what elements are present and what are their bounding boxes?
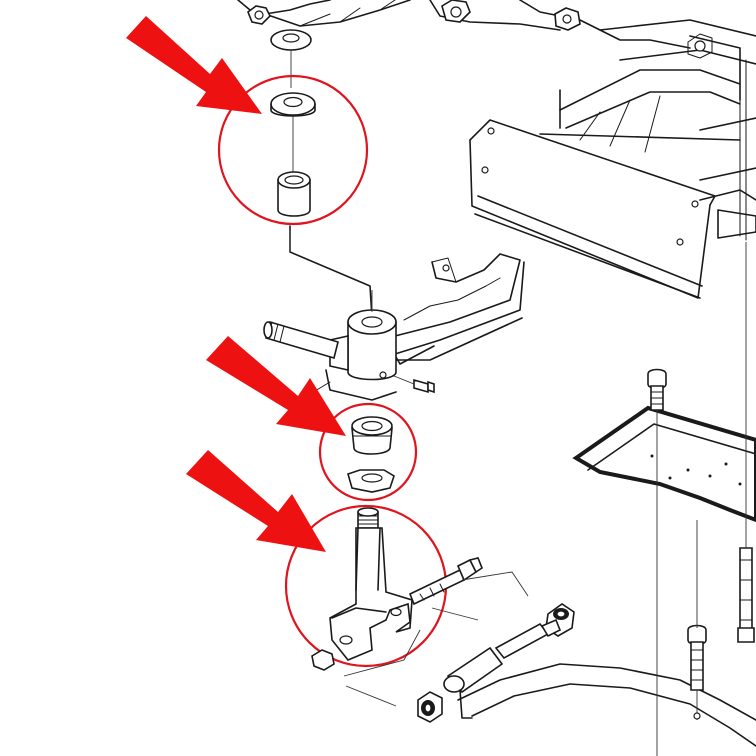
tie-rod-end-lower	[417, 691, 443, 723]
spindle-shaft	[263, 320, 339, 360]
highlight-circle-middle	[318, 402, 418, 502]
nut-top-right	[554, 7, 581, 31]
spindle-bolt	[408, 557, 483, 606]
grease-fitting	[413, 378, 435, 394]
tie-rod-assembly	[417, 603, 756, 747]
arrow-lower	[186, 450, 326, 552]
callout-spindle	[284, 504, 448, 668]
plate-bolt-lower	[687, 624, 707, 691]
arrow-upper	[126, 16, 262, 114]
plate-stud-right	[737, 547, 755, 643]
right-frame	[539, 19, 756, 241]
mount-plate	[572, 405, 756, 523]
spindle-part	[329, 507, 413, 661]
callout-upper-bushing-and-washer	[217, 74, 369, 226]
bolt-head-top-left	[247, 5, 271, 25]
top-washer	[270, 29, 312, 51]
upper-bushing	[277, 171, 311, 217]
upper-washer	[270, 92, 316, 117]
nut-top-center	[441, 0, 471, 23]
front-bracket-plate	[469, 119, 716, 299]
kingpin-housing	[347, 309, 397, 381]
callout-lower-bushing-and-washer	[318, 402, 418, 502]
highlight-circle-upper	[217, 74, 369, 226]
arrow-middle	[206, 336, 346, 436]
lower-washer	[347, 469, 395, 493]
spindle-nut	[311, 649, 335, 671]
lower-bushing	[351, 416, 393, 455]
plate-bolt-upper	[647, 368, 667, 411]
steering-knuckle	[263, 225, 525, 401]
